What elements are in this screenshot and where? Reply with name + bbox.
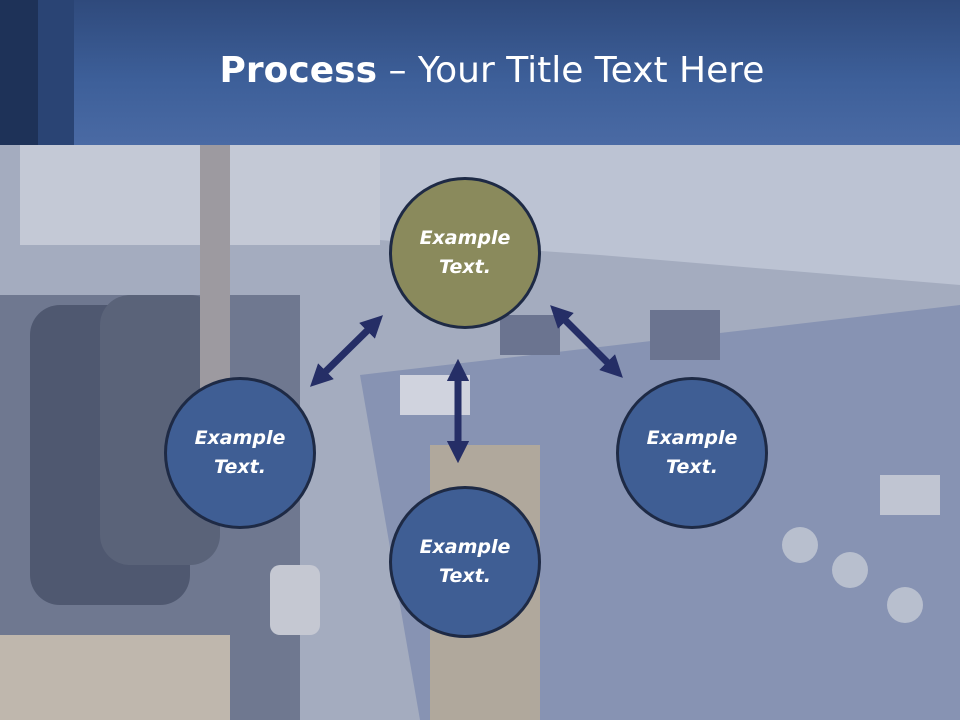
slide-title: Process – Your Title Text Here [0,50,960,91]
title-banner [0,0,960,145]
process-node-bottom: Example Text. [389,486,541,638]
node-bottom-label: Example Text. [419,536,511,587]
slide-title-bold: Process [219,50,378,91]
arrow-top-left [310,315,383,387]
process-node-right: Example Text. [616,377,768,529]
banner-accent-dark [0,0,38,145]
slide-title-rest: – Your Title Text Here [377,50,765,91]
process-node-left: Example Text. [164,377,316,529]
node-top-label: Example Text. [419,227,511,278]
banner-accent [38,0,74,145]
arrow-top-right [550,305,623,378]
node-left-label: Example Text. [194,427,286,478]
node-right-label: Example Text. [646,427,738,478]
process-node-top: Example Text. [389,177,541,329]
